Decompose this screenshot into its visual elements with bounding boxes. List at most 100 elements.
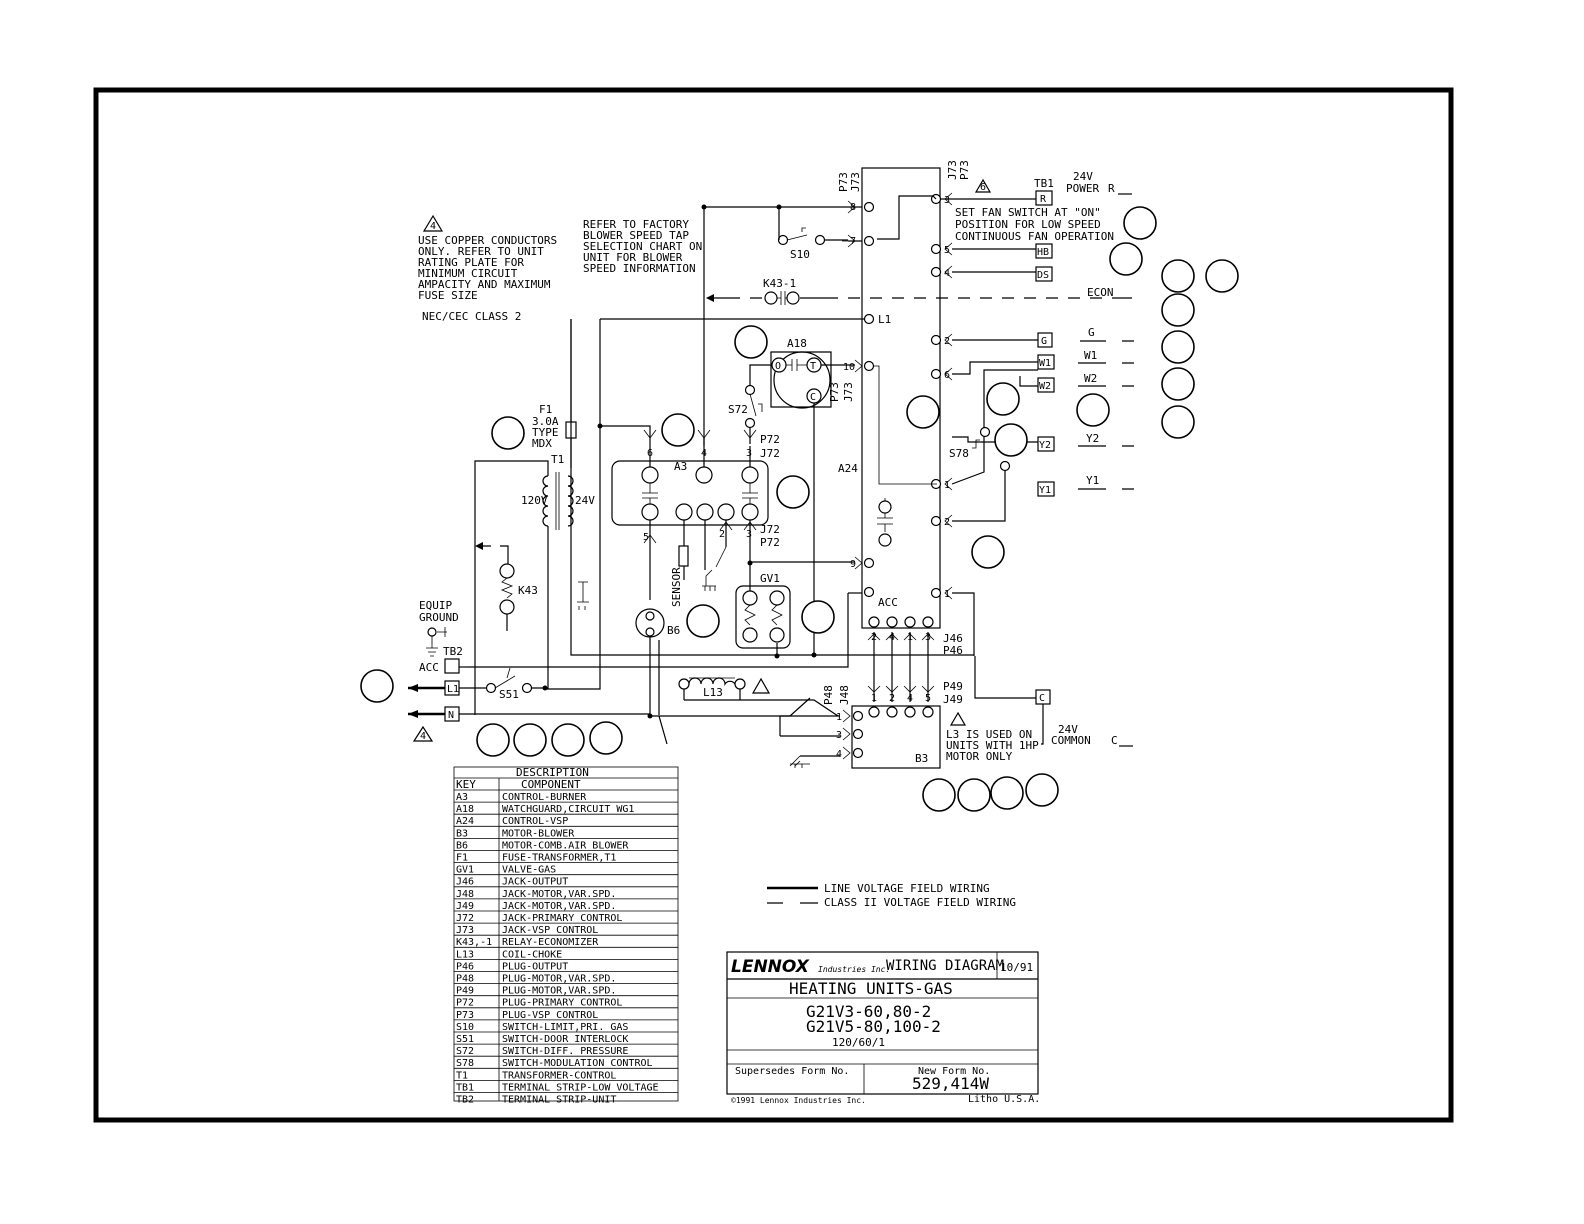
svg-text:TYPE: TYPE <box>532 426 559 439</box>
form-number: 529,414W <box>912 1074 989 1093</box>
svg-text:Y2: Y2 <box>1039 440 1051 451</box>
table-row-key: F1 <box>456 853 468 864</box>
title-block: LENNOX Industries Inc. WIRING DIAGRAM 10… <box>726 951 1040 1105</box>
svg-text:K43-1: K43-1 <box>763 277 796 290</box>
svg-text:2: 2 <box>719 529 725 540</box>
table-row-key: S72 <box>456 1046 474 1057</box>
s72-pressure-switch: S72 <box>728 384 763 429</box>
svg-text:Y1: Y1 <box>1039 485 1051 496</box>
svg-text:L1: L1 <box>878 313 891 326</box>
svg-text:N: N <box>448 710 454 721</box>
table-row-key: T1 <box>456 1070 468 1081</box>
svg-text:O: O <box>775 361 781 372</box>
table-row-component: VALVE-GAS <box>502 865 556 876</box>
svg-text:S10: S10 <box>790 248 810 261</box>
p72-label-bottom: P72 <box>760 536 780 549</box>
b3-blower-motor <box>851 705 941 769</box>
svg-text:TB1: TB1 <box>1034 177 1054 190</box>
j73-mid-label: J73 <box>842 382 855 402</box>
svg-text:HB: HB <box>1037 247 1049 258</box>
table-row-component: CONTROL-BURNER <box>502 792 587 803</box>
j72-label-top: J72 <box>760 447 780 460</box>
l13-choke: L13 <box>678 677 771 700</box>
a3-label: A3 <box>674 460 687 473</box>
table-row-key: A18 <box>456 804 474 815</box>
table-row-component: CONTROL-VSP <box>502 816 568 827</box>
p73-label: P73 <box>837 172 850 192</box>
page-border <box>93 87 1454 1123</box>
table-row-key: P73 <box>456 1010 474 1021</box>
svg-text:AMPACITY AND MAXIMUM: AMPACITY AND MAXIMUM <box>418 278 551 291</box>
table-row-key: GV1 <box>456 865 474 876</box>
svg-text:LINE VOLTAGE FIELD WIRING: LINE VOLTAGE FIELD WIRING <box>824 882 990 895</box>
warning-triangle-icon <box>412 725 434 742</box>
svg-text:MINIMUM CIRCUIT: MINIMUM CIRCUIT <box>418 267 518 280</box>
table-row-component: PLUG-VSP CONTROL <box>502 1010 598 1021</box>
table-row-component: RELAY-ECONOMIZER <box>502 937 599 948</box>
table-row-component: PLUG-PRIMARY CONTROL <box>502 998 622 1009</box>
table-row-component: SWITCH-LIMIT,PRI. GAS <box>502 1022 628 1033</box>
svg-text:1: 1 <box>944 589 950 600</box>
svg-text:W2: W2 <box>1039 381 1051 392</box>
k43-1-contact: K43-1 <box>763 277 800 305</box>
svg-text:L1: L1 <box>447 684 459 695</box>
svg-text:6: 6 <box>944 370 950 381</box>
sensor: SENSOR <box>670 545 716 607</box>
svg-text:GROUND: GROUND <box>419 611 459 624</box>
blower-speed-note: REFER TO FACTORY BLOWER SPEED TAP SELECT… <box>583 218 702 275</box>
svg-text:10: 10 <box>843 362 855 373</box>
table-row-key: A3 <box>456 792 468 803</box>
svg-text:COMMON: COMMON <box>1051 734 1091 747</box>
doc-date: 10/91 <box>1000 961 1033 974</box>
brand-sub: Industries Inc. <box>818 965 890 974</box>
voltage-rating: 120/60/1 <box>832 1036 885 1049</box>
table-row-key: S10 <box>456 1022 474 1033</box>
svg-text:1: 1 <box>944 480 950 491</box>
svg-text:SET FAN SWITCH AT "ON": SET FAN SWITCH AT "ON" <box>955 206 1101 219</box>
b6-combustion-blower: B6 <box>635 608 680 638</box>
model-line-2: G21V5-80,100-2 <box>806 1017 941 1036</box>
a3-pins: 6 4 3 5 2 3 <box>641 429 759 544</box>
svg-text:USE COPPER CONDUCTORS: USE COPPER CONDUCTORS <box>418 234 557 247</box>
t1-transformer: T1 120V 24V <box>521 453 595 530</box>
fan-switch-note: SET FAN SWITCH AT "ON" POSITION FOR LOW … <box>955 206 1114 243</box>
svg-text:120V: 120V <box>521 494 548 507</box>
svg-text:CLASS II VOLTAGE FIELD WIRING: CLASS II VOLTAGE FIELD WIRING <box>824 896 1016 909</box>
svg-text:SELECTION CHART ON: SELECTION CHART ON <box>583 240 702 253</box>
s51-door-interlock: S51 <box>485 667 533 701</box>
a24-right-pins: 3 5 4 2 6 1 2 1 <box>930 192 953 600</box>
svg-text:G: G <box>1041 336 1047 347</box>
svg-text:SENSOR: SENSOR <box>670 567 683 607</box>
table-row-key: J48 <box>456 889 474 900</box>
a24-control-board <box>861 167 941 629</box>
table-row-component: COIL-CHOKE <box>502 949 562 960</box>
svg-text:POSITION FOR LOW SPEED: POSITION FOR LOW SPEED <box>955 218 1101 231</box>
table-rows: A3 CONTROL-BURNER A18 WATCHGUARD,CIRCUIT WG… <box>454 789 678 1106</box>
wiring-legend: LINE VOLTAGE FIELD WIRING CLASS II VOLTA… <box>767 882 1016 909</box>
svg-text:L3 IS USED ON: L3 IS USED ON <box>946 728 1032 741</box>
svg-text:3.0A: 3.0A <box>532 415 559 428</box>
svg-text:NEC/CEC CLASS 2: NEC/CEC CLASS 2 <box>422 310 521 323</box>
table-row-component: JACK-OUTPUT <box>502 877 568 888</box>
table-row-component: TERMINAL STRIP-LOW VOLTAGE <box>502 1082 659 1093</box>
table-row-key: J49 <box>456 901 474 912</box>
svg-text:4: 4 <box>430 221 436 232</box>
svg-text:C: C <box>1039 693 1045 704</box>
svg-text:J49: J49 <box>943 693 963 706</box>
table-row-component: WATCHGUARD,CIRCUIT WG1 <box>502 804 634 815</box>
tb1-terminal-strip: R TB1 24V POWER R 6 HB DS ECON G G W1 W1… <box>974 170 1134 497</box>
supersedes-label: Supersedes Form No. <box>735 1066 849 1077</box>
svg-text:24V: 24V <box>1058 723 1078 736</box>
svg-text:C: C <box>810 392 816 403</box>
svg-text:FUSE SIZE: FUSE SIZE <box>418 289 478 302</box>
svg-text:RATING PLATE FOR: RATING PLATE FOR <box>418 256 524 269</box>
doc-type: WIRING DIAGRAM <box>886 958 1004 974</box>
table-row-component: MOTOR-COMB.AIR BLOWER <box>502 840 629 851</box>
svg-text:24V: 24V <box>1073 170 1093 183</box>
j73-label: J73 <box>849 172 862 192</box>
svg-text:F1: F1 <box>539 403 552 416</box>
table-title: DESCRIPTION <box>516 766 589 779</box>
